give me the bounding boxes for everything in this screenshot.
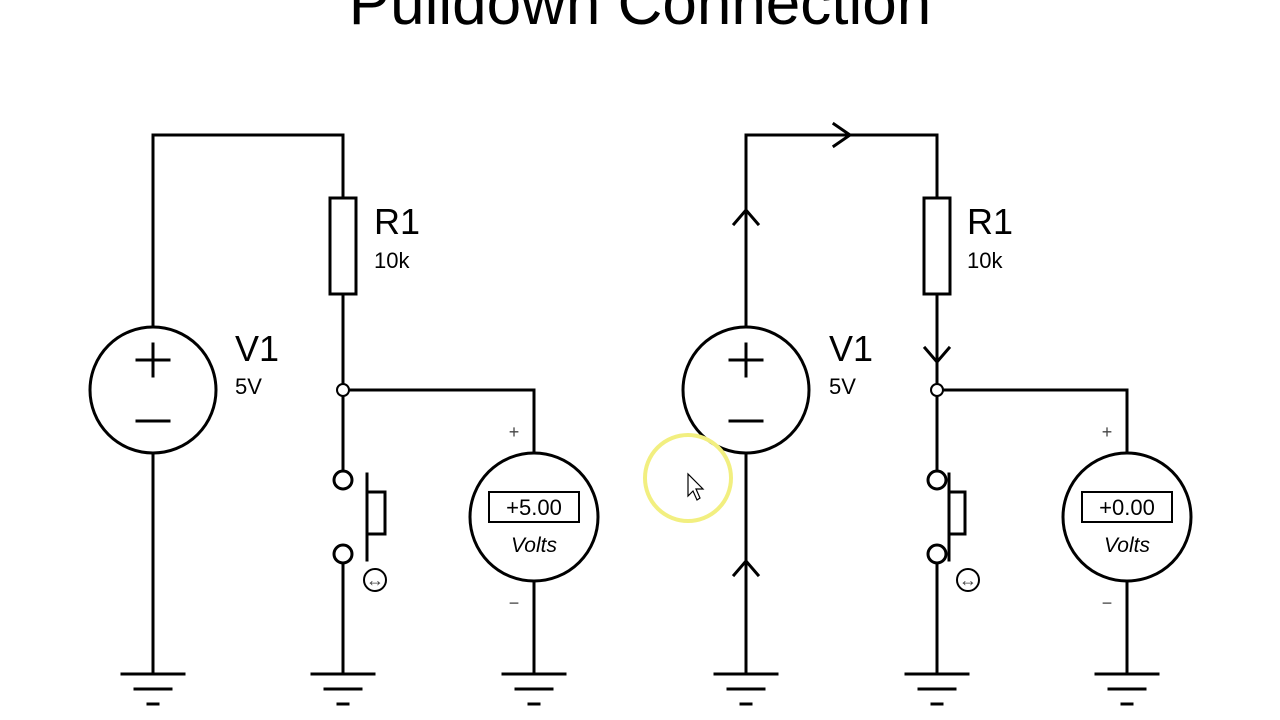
junction-node <box>336 383 350 397</box>
voltmeter-display <box>1081 491 1173 523</box>
source-name: V1 <box>235 328 279 369</box>
slide-title: Pulldown Connection <box>349 0 932 38</box>
mouse-pointer-icon <box>687 472 705 501</box>
resistor <box>328 196 358 296</box>
circuit-left: R1 10k V1 5V ↔ +5.00 Volts + − <box>88 133 600 706</box>
resistor-value: 10k <box>374 248 410 273</box>
voltmeter-plus: + <box>1102 422 1113 442</box>
resistor-name: R1 <box>967 201 1013 242</box>
cursor-highlight-ring <box>643 433 733 523</box>
switch-button[interactable] <box>947 490 967 536</box>
switch-top-contact <box>332 469 354 491</box>
source-value: 5V <box>235 374 262 399</box>
ground-source <box>120 672 186 706</box>
voltmeter-reading: +0.00 <box>1099 495 1155 520</box>
top-wire <box>744 133 939 328</box>
switch-top-contact <box>926 469 948 491</box>
switch-bottom-contact <box>926 543 948 565</box>
voltmeter-unit: Volts <box>1104 534 1150 557</box>
voltmeter-minus: − <box>509 593 520 613</box>
ground-switch <box>310 672 376 706</box>
switch-toggle-symbol: ↔ <box>959 570 977 590</box>
ground-meter <box>1094 672 1160 706</box>
current-arrow-up-lower <box>731 558 761 578</box>
switch-toggle-icon[interactable] <box>956 568 980 592</box>
top-wire <box>151 133 345 328</box>
switch-bottom-contact <box>332 543 354 565</box>
resistor <box>922 196 952 296</box>
voltmeter-unit: Volts <box>511 534 557 557</box>
source-value: 5V <box>829 374 856 399</box>
resistor-name: R1 <box>374 201 420 242</box>
voltmeter-display <box>488 491 580 523</box>
resistor-value: 10k <box>967 248 1003 273</box>
current-arrow-down <box>922 345 952 365</box>
junction-to-meter-wire <box>935 388 1129 455</box>
junction-to-meter-wire <box>341 388 536 455</box>
voltage-source <box>681 325 811 455</box>
ground-source <box>713 672 779 706</box>
voltmeter-plus: + <box>509 422 520 442</box>
switch-button[interactable] <box>365 490 387 536</box>
voltmeter-minus: − <box>1102 593 1113 613</box>
current-arrow-up-upper <box>731 207 761 227</box>
ground-meter <box>501 672 567 706</box>
source-name: V1 <box>829 328 873 369</box>
junction-node <box>930 383 944 397</box>
switch-toggle-symbol: ↔ <box>366 570 384 590</box>
switch-toggle-icon[interactable] <box>363 568 387 592</box>
voltage-source <box>88 325 218 455</box>
current-arrow-right <box>831 121 853 149</box>
voltmeter-reading: +5.00 <box>506 495 562 520</box>
ground-switch <box>904 672 970 706</box>
circuit-right: R1 10k V1 5V ↔ +0.00 Volts + − <box>681 121 1193 706</box>
